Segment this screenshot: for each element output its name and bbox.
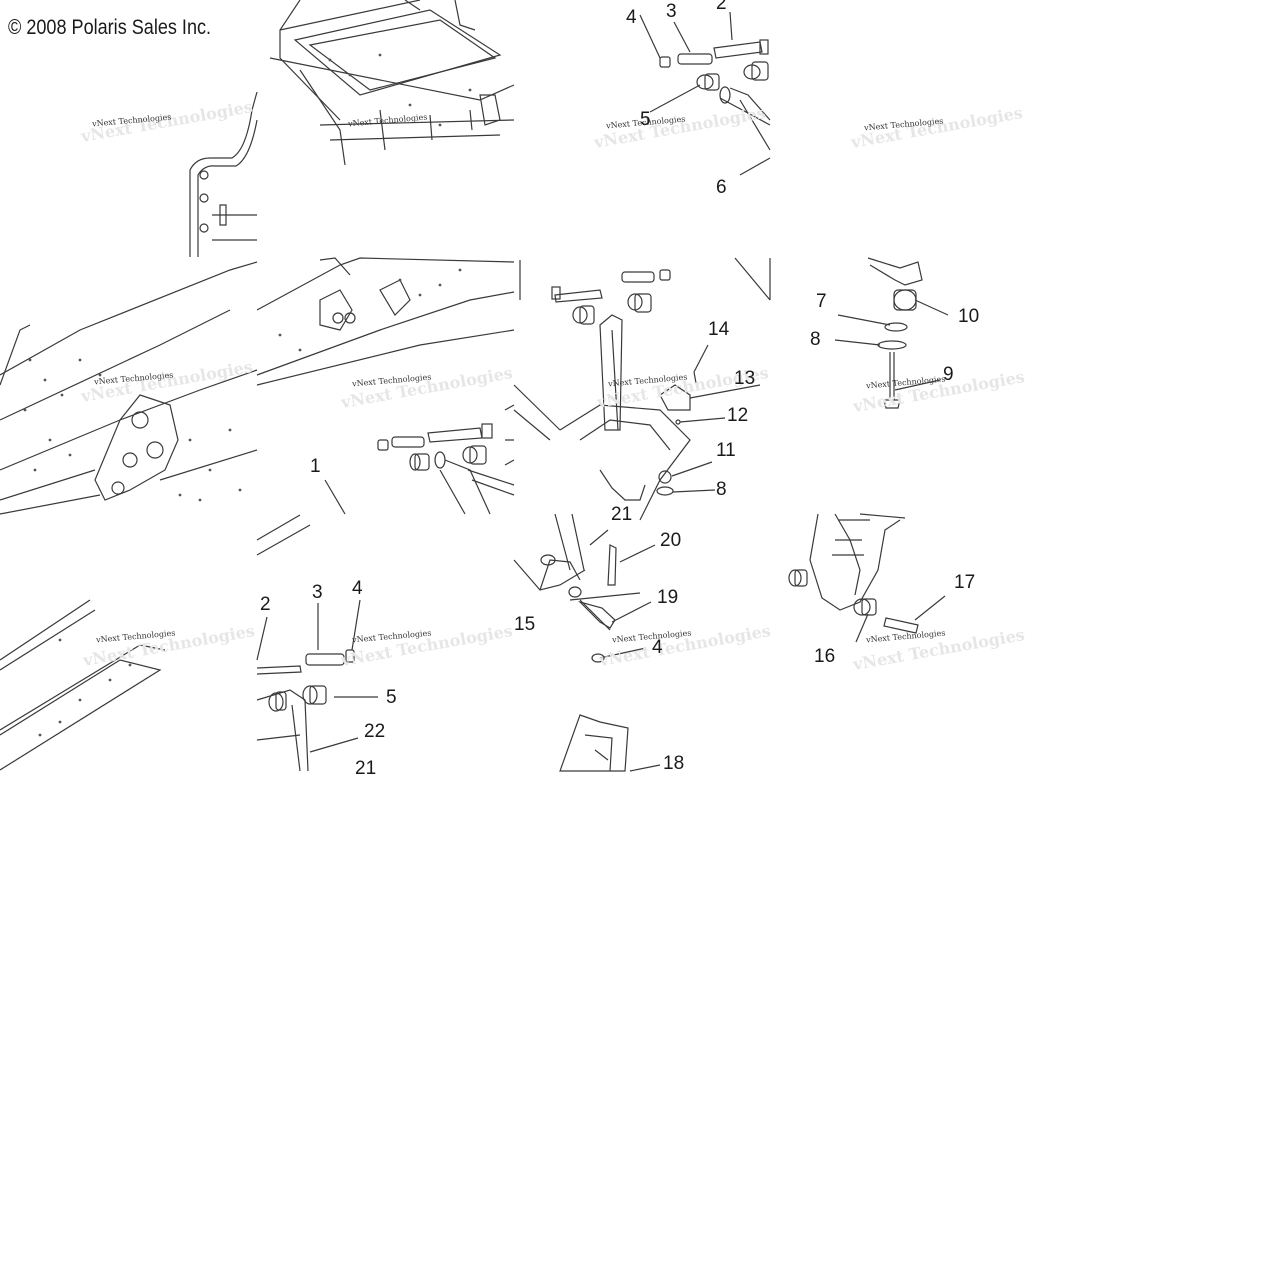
frame-rail-part [0,599,166,771]
callout-label: 21 [611,504,633,525]
callout-label: 17 [954,572,976,593]
callout-label: 16 [814,646,836,667]
callout-label: 9 [943,364,954,385]
callout-label: 1 [310,456,321,477]
callout-label: 13 [734,368,756,389]
frame-edge-part-a [189,91,258,257]
callout-label: 8 [716,479,727,500]
a-arm-upper-assembly [324,404,515,515]
frame-texture-dots [23,53,472,737]
callout-label: 5 [386,687,397,708]
callout-label: 4 [652,637,663,658]
callout-label: 21 [355,758,377,779]
callout-label: 22 [364,721,386,742]
callout-label: 19 [657,587,679,608]
ball-joint-assembly [834,257,949,409]
callout-label: 20 [660,530,682,551]
spindle-assembly [513,257,771,521]
spindle-lower-assembly [788,513,946,643]
tie-rod-assembly [513,513,661,772]
frame-top-part [269,0,515,166]
callout-label: 6 [716,177,727,198]
callout-label: 5 [640,109,651,130]
copyright-notice: © 2008 Polaris Sales Inc. [8,16,212,39]
frame-rear-part [256,257,515,386]
callout-label: 11 [716,440,736,461]
callout-label: 8 [810,329,821,350]
callout-label: 12 [727,405,749,426]
a-arm-lower-assembly [256,514,378,772]
callout-label: 10 [958,306,980,327]
callout-label: 4 [626,7,637,28]
callout-label: 2 [716,0,727,14]
callout-label: 18 [663,753,685,774]
callout-label: 2 [260,594,271,615]
callout-label: 3 [312,582,323,603]
callout-label: 7 [816,291,827,312]
frame-side-part [0,261,258,515]
callout-label: 14 [708,319,730,340]
bolts-bushings-top [639,11,771,176]
callout-label: 3 [666,1,677,22]
callout-label: 4 [352,578,363,599]
callout-label: 15 [514,614,536,635]
